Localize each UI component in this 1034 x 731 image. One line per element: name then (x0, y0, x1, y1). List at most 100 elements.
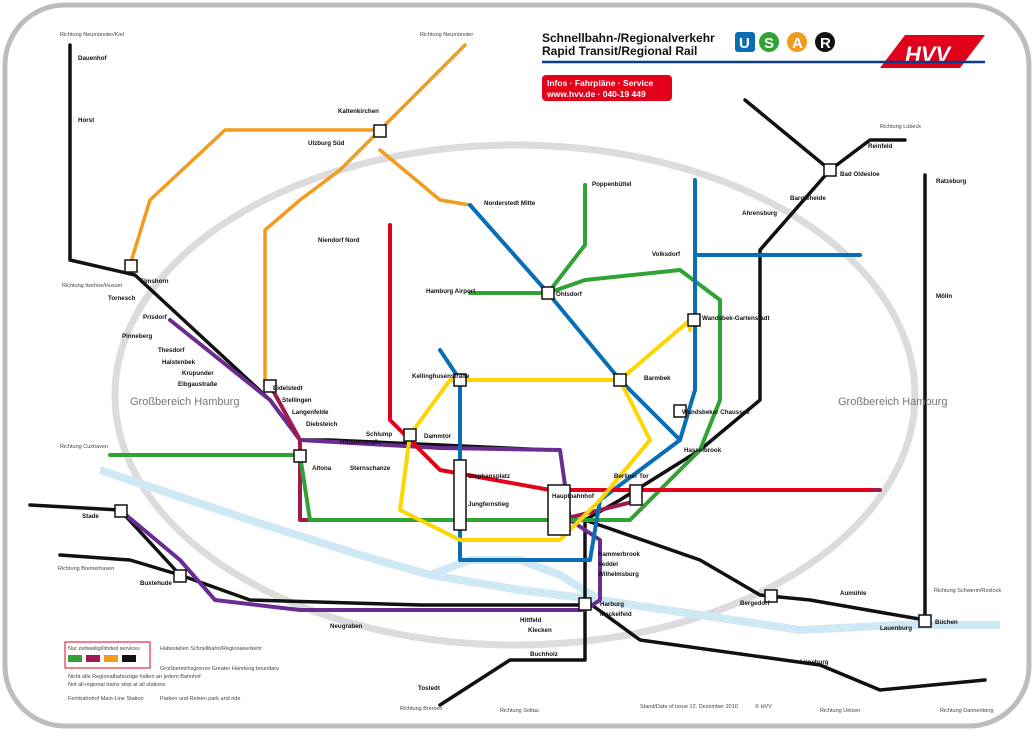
station-label-wandsbek-gartenstadt: Wandsbek-Gartenstadt (702, 315, 770, 322)
station-marker-bergedorf[interactable] (764, 589, 778, 603)
line-r-luebeck (583, 168, 832, 522)
line-a1-south (263, 128, 382, 387)
station-label-langenfelde: Langenfelde (292, 409, 329, 416)
line-r-south (438, 518, 587, 707)
legend-swatch-r (122, 655, 136, 662)
station-marker-buxtehude[interactable] (173, 569, 187, 583)
station-label-berliner-tor: Berliner Tor (614, 473, 649, 480)
legend-item-2: Not all regional trains stop at all stat… (68, 682, 165, 688)
direction-uelzen: Richtung Uelzen (820, 708, 860, 714)
station-marker-berliner-tor[interactable] (629, 484, 643, 506)
station-label-lueneburg: Lüneburg (800, 659, 829, 666)
station-label-norderstedt-mitte: Norderstedt Mitte (484, 200, 536, 207)
direction-cuxhaven: Richtung Cuxhaven (60, 444, 108, 450)
badge-u-bg (735, 32, 755, 52)
station-label-pinneberg: Pinneberg (122, 333, 152, 340)
station-label-bargteheide: Bargteheide (790, 195, 826, 202)
station-label-elmshorn: Elmshorn (140, 278, 169, 285)
line-r-lueneburg (583, 598, 987, 692)
legend-swatch-a (104, 655, 118, 662)
station-label-niendorf-nord: Niendorf Nord (318, 237, 360, 244)
station-marker-barmbek[interactable] (613, 373, 627, 387)
badge-s-bg (759, 32, 779, 52)
station-marker-bad-oldesloe[interactable] (823, 163, 837, 177)
station-label-dammtor: Dammtor (424, 433, 452, 440)
title-line-1: Schnellbahn-/Regionalverkehr (542, 31, 715, 45)
line-r-east (583, 518, 927, 622)
station-label-sternschanze: Sternschanze (350, 465, 391, 472)
station-label-ahrensburg: Ahrensburg (742, 210, 777, 217)
station-label-altona: Altona (312, 465, 332, 472)
station-marker-hauptbahnhof[interactable] (547, 484, 571, 536)
direction-top-left: Richtung Neumünster/Kiel (60, 32, 124, 38)
station-marker-wandsbek-gartenstadt[interactable] (687, 313, 701, 327)
legend-item-4: Großbereichsgrenze Greater Hamburg bound… (160, 666, 279, 672)
station-label-dauenhof: Dauenhof (78, 55, 107, 62)
greater-hamburg-boundary (111, 141, 919, 649)
badge-a-bg (787, 32, 807, 52)
badge-a: A (792, 35, 803, 52)
legend-swatch-s21 (86, 655, 100, 662)
direction-itzehoe: Richtung Itzehoe/Husum (62, 283, 123, 289)
legend: Nur zeitweilig/limited services Nicht al… (64, 641, 279, 702)
info-box[interactable] (542, 75, 672, 101)
station-marker-kellinghusenstrasse[interactable] (453, 373, 467, 387)
station-label-prisdorf: Prisdorf (143, 314, 168, 321)
interchange-markers (114, 124, 932, 628)
station-marker-buechen[interactable] (918, 614, 932, 628)
legend-item-3: Haltestellen Schnellbahn/Regionalverkehr (160, 646, 262, 652)
station-label-ratzeburg: Ratzeburg (936, 178, 966, 185)
line-u2 (388, 223, 872, 492)
station-marker-eidelstedt[interactable] (263, 379, 277, 393)
line-a1 (128, 43, 467, 267)
title-line-2: Rapid Transit/Regional Rail (542, 44, 697, 58)
station-label-schlump: Schlump (366, 431, 392, 438)
station-label-volksdorf: Volksdorf (652, 251, 681, 258)
legend-item-6: Fernbahnhof Main-Line Station (68, 696, 144, 702)
station-label-wilhelmsburg: Wilhelmsburg (598, 571, 639, 578)
station-marker-harburg[interactable] (578, 597, 592, 611)
info-line-1: Infos · Fahrpläne · Service (547, 78, 654, 88)
line-s1-poppenbuettel (546, 183, 587, 295)
line-a2 (378, 148, 472, 207)
direction-luebeck: Richtung Lübeck (880, 124, 921, 130)
station-marker-altona[interactable] (293, 449, 307, 463)
station-marker-stade[interactable] (114, 504, 128, 518)
region-label-left: Großbereich Hamburg (130, 396, 239, 408)
station-label-neugraben: Neugraben (330, 623, 363, 630)
station-label-bergedorf: Bergedorf (740, 600, 771, 607)
legend-item-1: Nicht alle Regionalbahnzüge halten an je… (68, 674, 201, 680)
elbe-river (98, 466, 1000, 635)
direction-soltau: Richtung Soltau (500, 708, 539, 714)
station-label-aumuehle: Aumühle (840, 590, 867, 597)
station-label-bad-oldesloe: Bad Oldesloe (840, 171, 880, 178)
station-label-moelln: Mölln (936, 293, 952, 300)
line-r-north-east (743, 98, 907, 172)
station-marker-schlump[interactable] (403, 428, 417, 442)
badge-s: S (764, 35, 774, 52)
station-label-halstenbek: Halstenbek (162, 359, 196, 366)
station-label-ohlsdorf: Ohlsdorf (556, 291, 583, 298)
station-label-ulzburg-sued: Ulzburg Süd (308, 140, 345, 147)
header: Schnellbahn-/Regionalverkehr Rapid Trans… (542, 31, 985, 101)
station-marker-jungfernstieg[interactable] (453, 459, 467, 531)
station-label-holstenstrasse: Holstenstraße (340, 439, 382, 446)
station-marker-ulzburg-sued[interactable] (373, 124, 387, 138)
station-label-kaltenkirchen: Kaltenkirchen (338, 108, 379, 115)
direction-top-mid: Richtung Neumünster (420, 32, 473, 38)
station-label-buchholz: Buchholz (530, 651, 558, 658)
station-label-reinfeld: Reinfeld (868, 143, 893, 150)
station-label-buxtehude: Buxtehude (140, 580, 173, 587)
station-label-harburg: Harburg (600, 601, 624, 608)
station-label-lauenburg: Lauenburg (880, 625, 912, 632)
station-marker-wandsbeker-chaussee[interactable] (673, 404, 687, 418)
station-marker-ohlsdorf[interactable] (541, 286, 555, 300)
footer-copyright: © HVV (755, 703, 772, 710)
direction-bremerhaven: Richtung Bremerhaven (58, 566, 114, 572)
line-u1-east (678, 178, 697, 442)
station-marker-elmshorn[interactable] (124, 259, 138, 273)
station-label-kellinghusenstrasse: Kellinghusenstraße (412, 373, 470, 380)
